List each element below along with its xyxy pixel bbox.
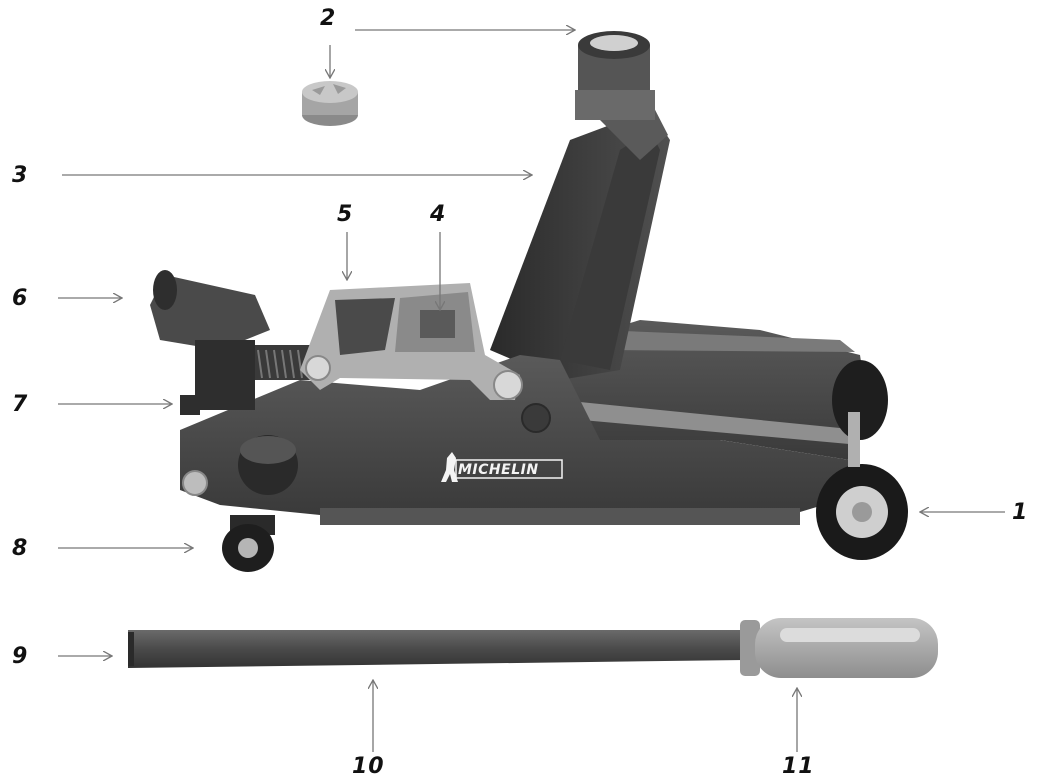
callout-4: 4 — [430, 202, 447, 227]
callout-8: 8 — [12, 536, 29, 561]
jack-body — [180, 355, 850, 525]
handle-grip — [740, 618, 938, 678]
carry-handle — [300, 283, 523, 400]
rear-wheel — [816, 412, 908, 560]
callout-3: 3 — [12, 163, 29, 188]
brand-logo-text: MICHELIN — [458, 462, 539, 478]
callout-2: 2 — [320, 6, 337, 31]
rear-wheel-back — [832, 360, 888, 440]
release-valve — [180, 395, 200, 415]
return-spring — [255, 345, 310, 380]
pump-socket — [150, 270, 270, 410]
saddle-pad — [302, 81, 358, 126]
handle-bar — [128, 630, 745, 668]
callout-11: 11 — [782, 754, 815, 779]
callout-5: 5 — [337, 202, 354, 227]
front-caster — [182, 435, 298, 572]
callout-9: 9 — [12, 644, 29, 669]
callout-arrows — [58, 30, 1005, 752]
michelin-logo — [441, 452, 563, 482]
callout-7: 7 — [12, 392, 29, 417]
callout-10: 10 — [352, 754, 385, 779]
callout-6: 6 — [12, 286, 29, 311]
callout-1: 1 — [1012, 500, 1029, 525]
saddle-top — [575, 31, 655, 120]
